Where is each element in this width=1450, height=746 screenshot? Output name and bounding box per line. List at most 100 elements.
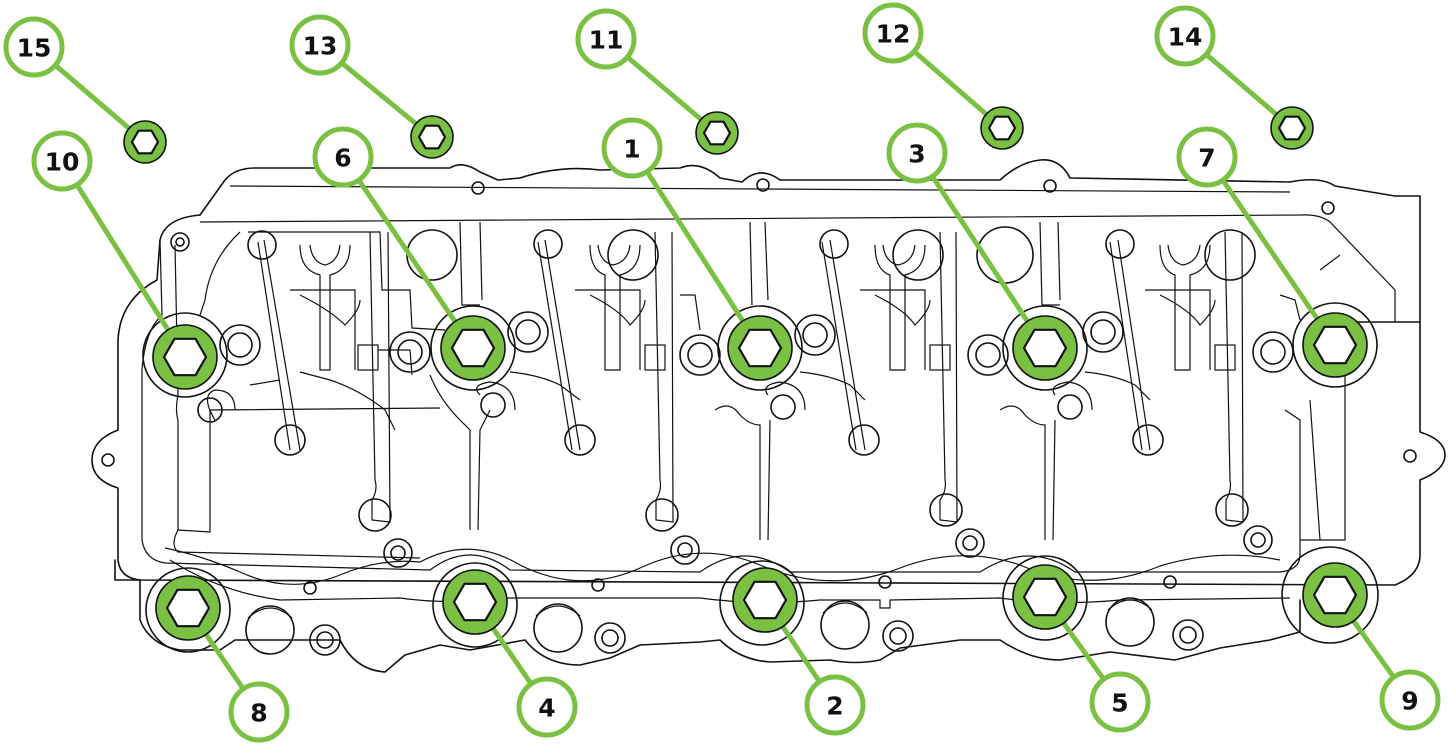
callout-3: 3 [886,122,948,184]
callout-label: 13 [303,32,338,61]
bolt-11 [695,111,739,155]
cylinder-head-outline [91,159,1446,673]
bolt-2 [732,567,798,633]
hex-bolt-icon [1277,115,1307,141]
callout-6: 6 [312,126,374,188]
callout-5: 5 [1089,671,1151,733]
bolt-markers [123,106,1368,641]
hex-bolt-icon [742,580,788,620]
bolt-6 [440,315,506,381]
callout-4: 4 [516,676,578,738]
callout-14: 14 [1154,5,1216,67]
callout-label: 11 [589,26,624,55]
leader-line-7 [1220,177,1320,321]
bolt-10 [152,324,218,390]
callout-ring [289,14,351,76]
leader-line-11 [624,54,704,122]
callout-13: 13 [289,14,351,76]
bolt-14 [1270,106,1314,150]
callout-label: 6 [334,144,351,173]
hex-bolt-icon [702,120,732,146]
callout-ring [1089,671,1151,733]
cylinder-2-detail [459,221,771,541]
callout-label: 3 [908,140,925,169]
leader-line-10 [74,182,171,333]
callout-label: 2 [826,692,843,721]
leader-line-15 [52,62,132,131]
callout-label: 9 [1401,687,1418,716]
callout-label: 5 [1111,689,1128,718]
callout-label: 8 [250,699,267,728]
leader-line-3 [929,173,1030,324]
callout-label: 12 [876,20,911,49]
callout-ring [1154,5,1216,67]
callout-ring [31,130,93,192]
bolt-15 [123,120,167,164]
callout-9: 9 [1379,669,1441,731]
hex-bolt-icon [450,328,496,368]
callout-ring [886,122,948,184]
callout-ring [312,126,374,188]
leader-line-5 [1061,620,1107,682]
bolt-13 [410,115,454,159]
bolt-12 [980,106,1024,150]
cylinder-3-detail [749,221,1056,541]
callout-11: 11 [575,8,637,70]
leader-line-6 [356,177,458,324]
callout-ring [3,16,65,78]
callout-label: 4 [538,694,555,723]
hex-bolt-icon [130,129,160,155]
hex-bolt-icon [987,115,1017,141]
leader-line-12 [911,48,989,117]
leader-line-1 [644,169,746,324]
bolt-4 [442,569,508,635]
leader-line-9 [1351,618,1397,680]
cylinder-1-detail [197,229,491,532]
callout-label: 7 [1198,144,1215,173]
callout-label: 14 [1168,23,1203,52]
bolt-7 [1302,312,1368,378]
callout-label: 15 [17,34,52,63]
callout-ring [516,676,578,738]
callout-ring [601,117,663,179]
leader-line-8 [203,631,246,692]
leader-line-14 [1203,51,1279,117]
callout-1: 1 [601,117,663,179]
callout-8: 8 [228,681,290,743]
callout-ring [1379,669,1441,731]
callout-ring [1176,126,1238,188]
callout-ring [804,674,866,736]
callout-ring [228,681,290,743]
callout-7: 7 [1176,126,1238,188]
hex-bolt-icon [1022,328,1068,368]
hex-bolt-icon [452,582,498,622]
leader-line-13 [339,60,419,127]
hex-bolt-icon [1312,575,1358,615]
bolt-8 [155,575,221,641]
leader-line-4 [490,625,534,687]
hex-bolt-icon [1312,325,1358,365]
bolt-3 [1012,315,1078,381]
bolt-9 [1302,562,1368,628]
hex-bolt-icon [737,328,783,368]
callout-10: 10 [31,130,93,192]
bolt-1 [727,315,793,381]
callout-label: 1 [623,135,640,164]
hex-bolt-icon [417,124,447,150]
hex-bolt-icon [1022,577,1068,617]
callout-15: 15 [3,16,65,78]
callout-ring [862,2,924,64]
bolt-5 [1012,564,1078,630]
hex-bolt-icon [165,588,211,628]
hex-bolt-icon [162,337,208,377]
cylinder-4-detail [1039,221,1341,541]
callout-2: 2 [804,674,866,736]
callout-ring [575,8,637,70]
callout-12: 12 [862,2,924,64]
callout-label: 10 [45,148,80,177]
leader-lines [52,48,1397,692]
leader-line-2 [780,624,822,685]
